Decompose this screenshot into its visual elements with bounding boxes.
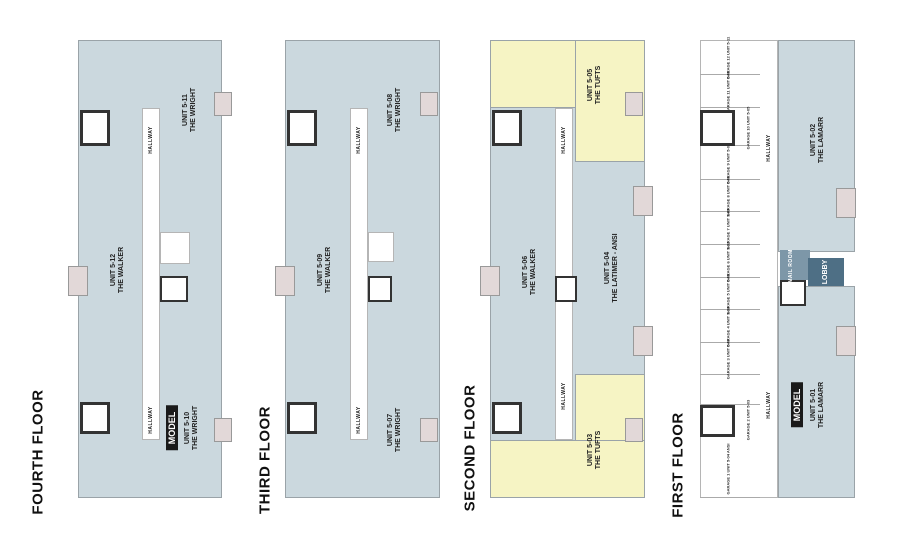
unit-5-01-area <box>778 286 855 498</box>
hallway <box>350 108 368 440</box>
floor-title: THIRD FLOOR <box>256 406 274 514</box>
garage-label: GARAGE 11 UNIT 5-08 <box>725 70 731 113</box>
garage-label: GARAGE 1 UNIT 5-04 ANSI <box>725 443 731 495</box>
bathroom <box>368 232 394 262</box>
elevator <box>780 280 806 306</box>
mail-room-label: MAIL ROOM <box>788 249 794 283</box>
balcony <box>633 326 653 356</box>
hallway-label: HALLWAY <box>561 126 567 154</box>
balcony <box>68 266 88 296</box>
balcony <box>480 266 500 296</box>
stairwell <box>700 405 735 437</box>
stairwell <box>287 402 317 434</box>
balcony <box>836 188 856 218</box>
balcony <box>633 186 653 216</box>
elevator <box>368 276 392 302</box>
stairwell <box>492 402 522 434</box>
garage-bay <box>700 212 760 245</box>
balcony <box>214 418 232 442</box>
garage-label: GARAGE 2 UNIT 5-03 <box>745 399 751 441</box>
balcony <box>836 326 856 356</box>
unit-5-03-area <box>490 440 645 498</box>
balcony <box>420 92 438 116</box>
stairwell <box>492 110 522 146</box>
bathroom <box>160 232 190 264</box>
lobby-label: LOBBY <box>822 259 829 285</box>
garage-bay <box>700 278 760 310</box>
garage-bay <box>700 75 760 108</box>
stairwell <box>700 110 735 146</box>
balcony <box>420 418 438 442</box>
hallway-label: HALLWAY <box>148 406 154 434</box>
hallway-label: HALLWAY <box>356 406 362 434</box>
hallway <box>142 108 160 440</box>
hallway-label: HALLWAY <box>766 134 772 162</box>
hallway-label: HALLWAY <box>561 382 567 410</box>
stairwell <box>80 402 110 434</box>
hallway <box>555 108 573 440</box>
balcony <box>275 266 295 296</box>
model-badge: MODEL <box>791 382 803 428</box>
garage-bay <box>700 310 760 343</box>
hallway-label: HALLWAY <box>356 126 362 154</box>
hallway-label: HALLWAY <box>148 126 154 154</box>
garage-bay <box>700 245 760 278</box>
garage-bay <box>700 375 760 405</box>
hallway-label: HALLWAY <box>766 391 772 419</box>
garage-bay <box>700 343 760 375</box>
elevator <box>160 276 188 302</box>
garage-label: GARAGE 10 UNIT 5-05 <box>745 106 751 150</box>
floor-title: SECOND FLOOR <box>461 384 479 512</box>
lobby <box>808 258 844 286</box>
garage-bay <box>700 148 760 180</box>
garage-bay <box>700 40 760 75</box>
garage-bay <box>700 180 760 212</box>
elevator <box>555 276 577 302</box>
balcony <box>214 92 232 116</box>
stairwell <box>287 110 317 146</box>
floor-title: FOURTH FLOOR <box>29 389 47 515</box>
garage-bay <box>700 440 760 498</box>
balcony <box>625 418 643 442</box>
mail-room <box>780 250 810 280</box>
floor-title: FIRST FLOOR <box>669 412 687 518</box>
model-badge: MODEL <box>166 405 178 451</box>
stairwell <box>80 110 110 146</box>
garage-label: GARAGE 3 UNIT 5-07 <box>725 338 731 380</box>
balcony <box>625 92 643 116</box>
